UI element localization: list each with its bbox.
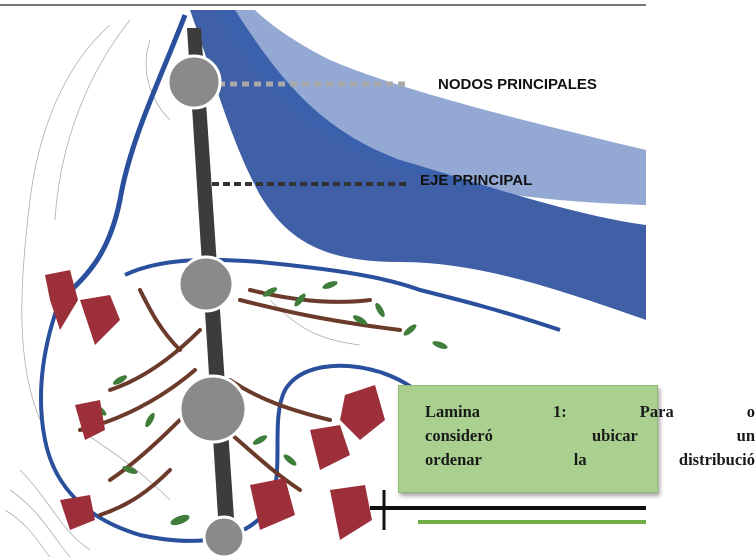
caption-line-3: ordenar la distribució: [425, 450, 755, 469]
caption-box: Lamina 1: Para o consideró ubicar un ord…: [398, 385, 755, 493]
main-axis-label: EJE PRINCIPAL: [420, 172, 533, 189]
caption-line-2: consideró ubicar un: [425, 426, 755, 445]
flowers: [45, 270, 385, 540]
main-nodes: [166, 54, 248, 557]
main-node-1: [166, 54, 222, 110]
caption-line-1: Lamina 1: Para o: [425, 402, 755, 421]
main-node-3: [178, 374, 248, 444]
pencil-sketch: [4, 19, 361, 557]
botanical-drawing: [0, 4, 646, 557]
main-nodes-label: NODOS PRINCIPALES: [438, 76, 597, 93]
main-node-2: [177, 255, 235, 313]
main-node-4: [202, 515, 246, 557]
